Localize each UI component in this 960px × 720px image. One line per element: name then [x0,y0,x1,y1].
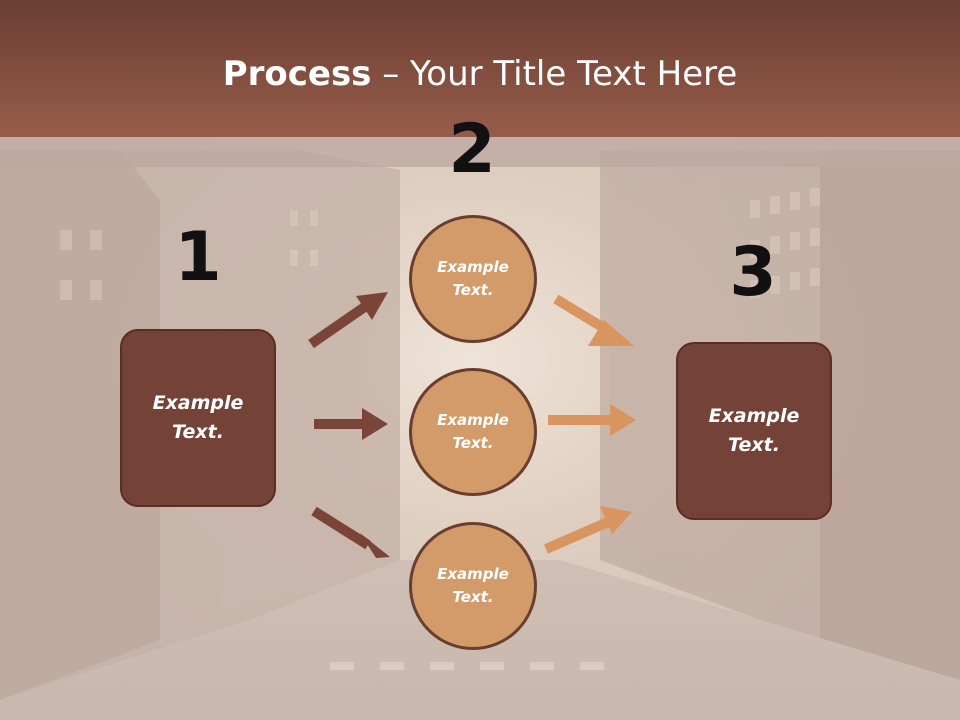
title-rest-part: – Your Title Text Here [371,54,738,94]
arrow-left-to-bottom [311,506,390,558]
right-step-label: Example Text. [708,405,800,456]
arrow-bottom-to-right [544,506,632,554]
middle-circle-center[interactable]: Example Text. [409,368,537,496]
left-step-box[interactable]: Example Text. [120,329,276,507]
step-number-1: 1 [174,218,222,297]
arrow-left-to-middle [314,408,388,440]
slide-title[interactable]: Process – Your Title Text Here [0,52,960,96]
circle-center-label: Example Text. [437,411,509,452]
right-step-box[interactable]: Example Text. [676,342,832,520]
middle-circle-bottom[interactable]: Example Text. [409,522,537,650]
arrow-left-to-top [308,292,388,349]
arrow-middle-to-right [548,404,636,436]
title-bar [0,0,960,137]
step-number-3: 3 [729,233,777,312]
middle-circle-top[interactable]: Example Text. [409,215,537,343]
step-number-2: 2 [448,110,496,189]
arrow-top-to-right [553,294,634,346]
circle-bottom-label: Example Text. [437,565,509,606]
title-bold-part: Process [222,54,372,94]
left-step-label: Example Text. [152,392,244,443]
circle-top-label: Example Text. [437,258,509,299]
title-underlay-strip [0,137,960,167]
